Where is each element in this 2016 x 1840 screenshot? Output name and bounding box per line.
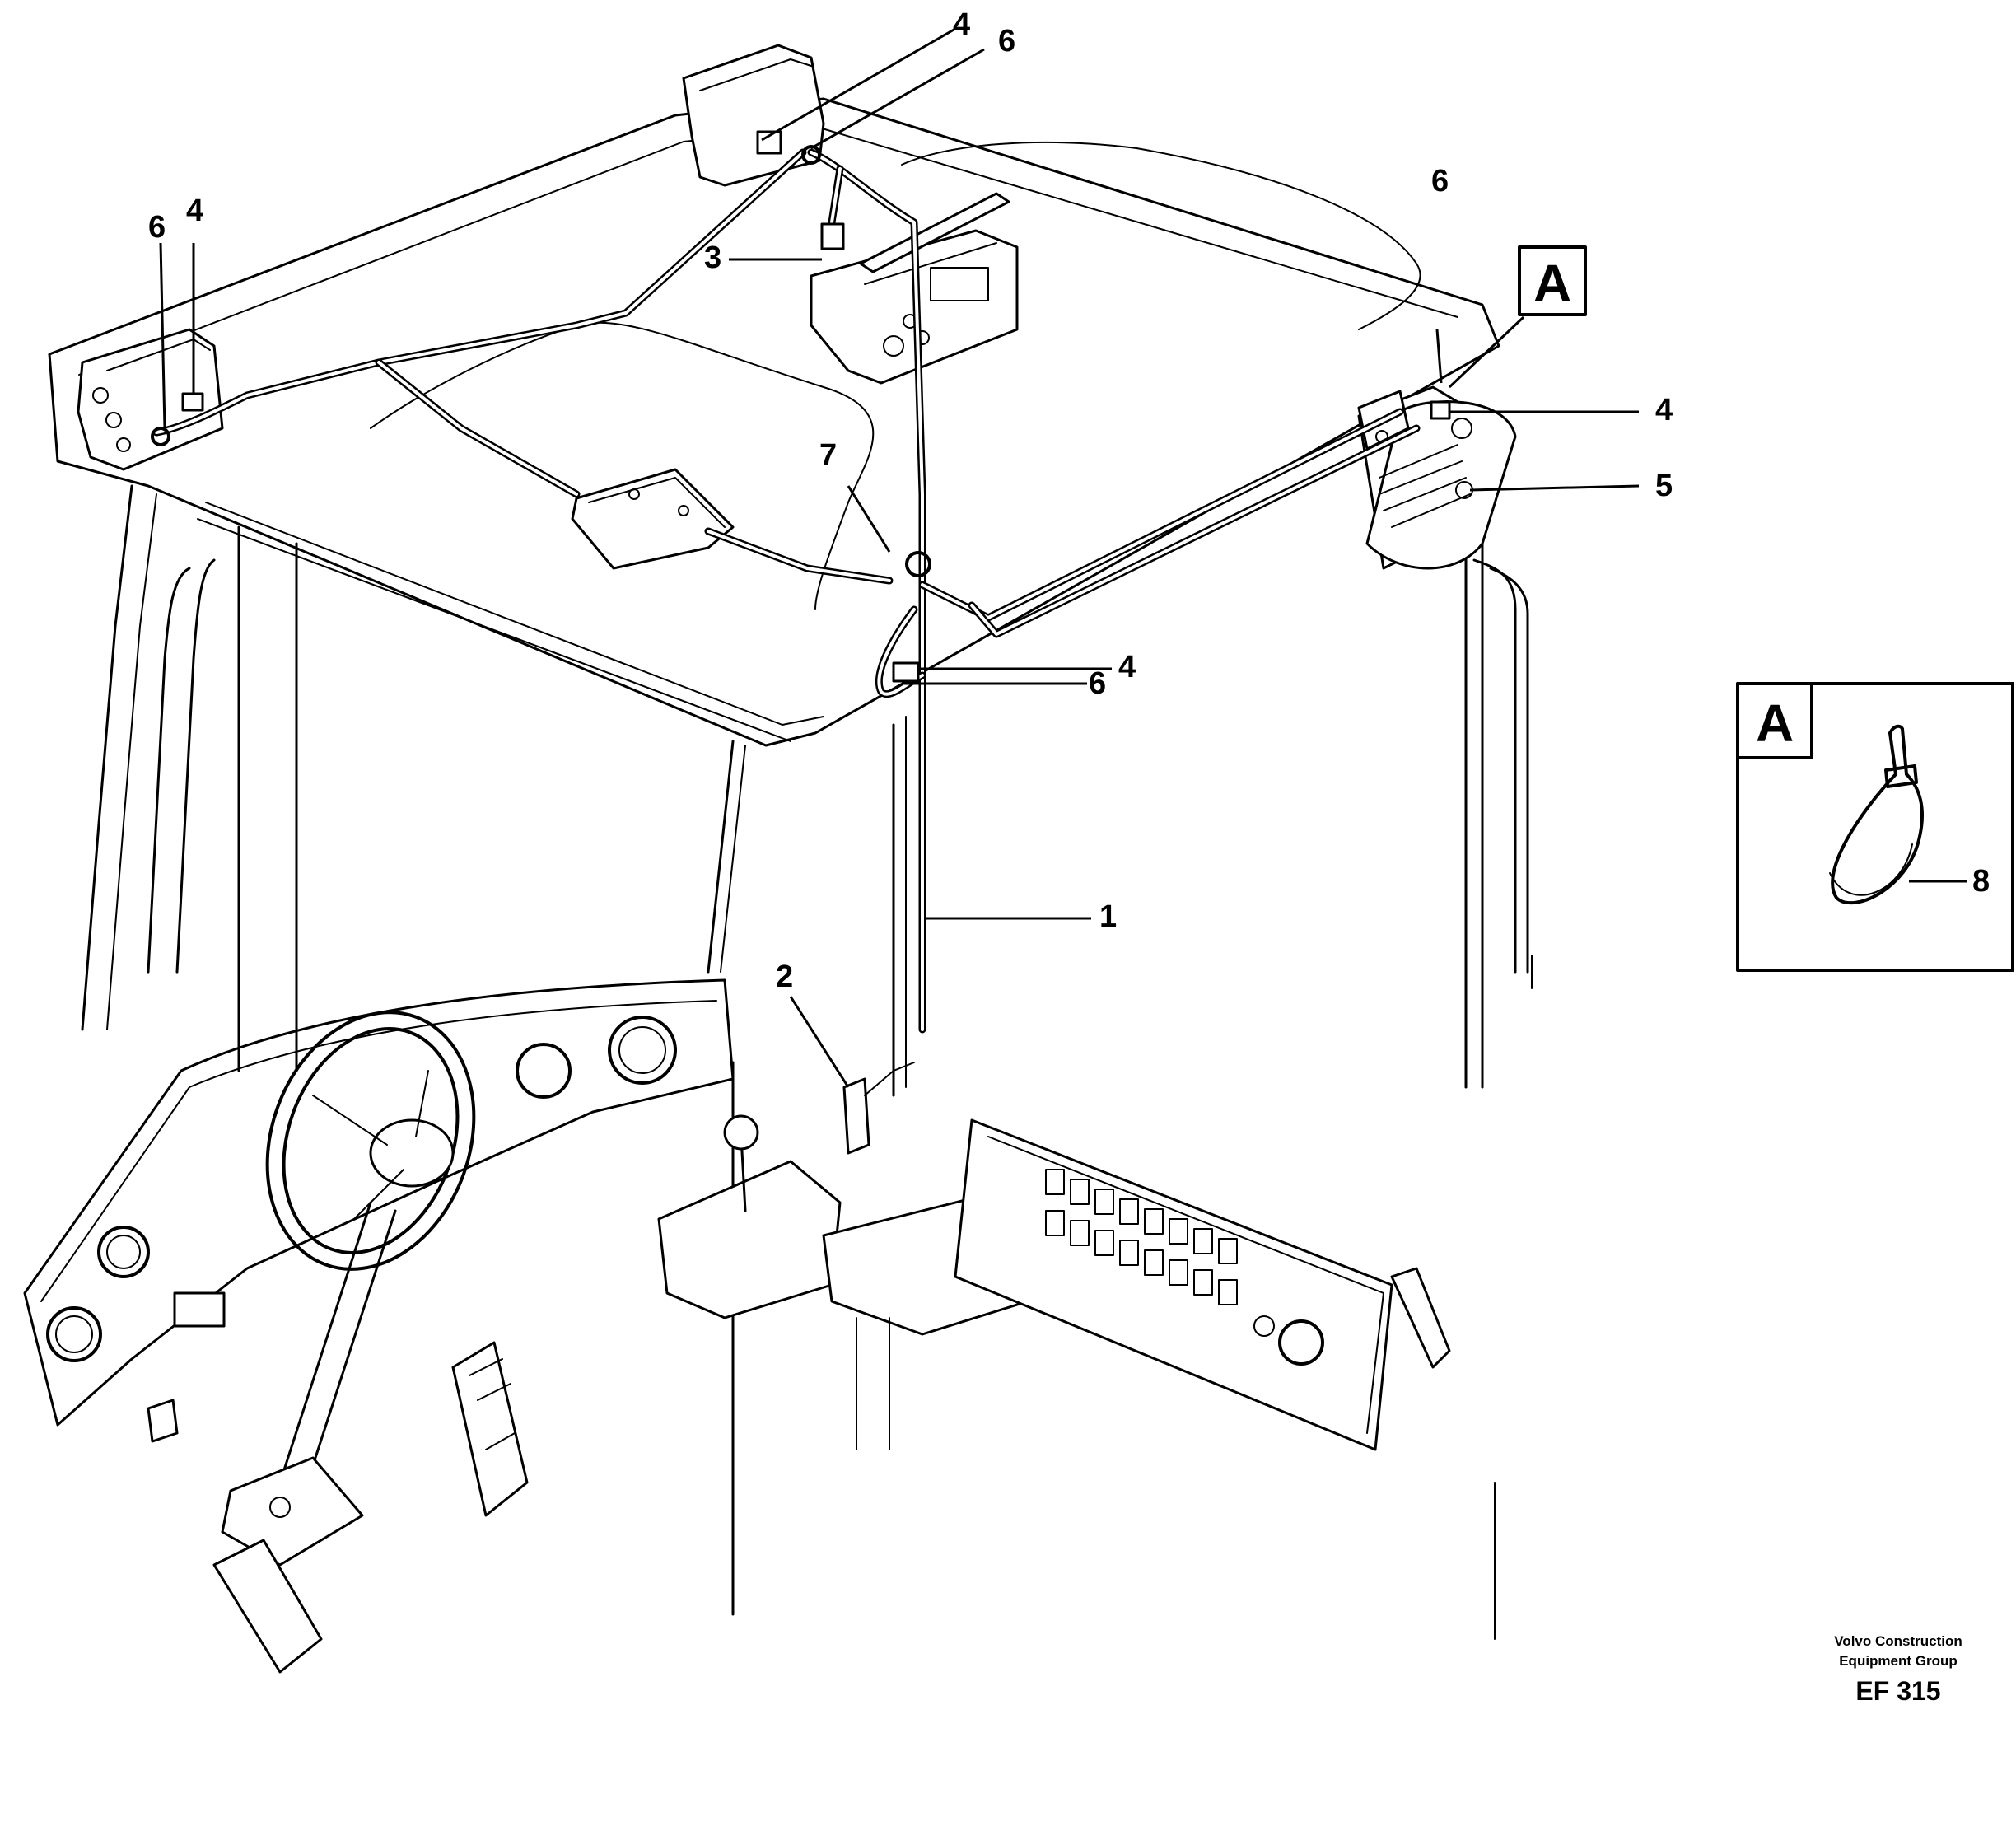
switch-grid xyxy=(1045,1169,1238,1305)
cab-frame xyxy=(81,484,1533,1640)
callout-2: 2 xyxy=(776,960,793,994)
callout-6-beacon: 6 xyxy=(1431,164,1449,198)
side-control-panel xyxy=(954,1118,1451,1451)
steering-wheel xyxy=(221,1011,476,1567)
wiring-harness xyxy=(151,145,1421,1155)
pedals xyxy=(212,1341,529,1674)
callout-7: 7 xyxy=(819,438,837,473)
callout-4-top-lamp: 4 xyxy=(953,7,970,42)
cab-roof xyxy=(48,97,1500,747)
callout-3: 3 xyxy=(704,241,721,275)
callout-4-center: 4 xyxy=(1118,650,1136,684)
callout-6-center: 6 xyxy=(1089,666,1106,701)
credit-line-1: Volvo Construction xyxy=(1834,1633,1962,1649)
callout-4-left-lamp: 4 xyxy=(186,194,203,228)
detail-a-inset-label: A xyxy=(1756,694,1794,753)
callout-6-top-lamp: 6 xyxy=(998,24,1015,58)
callout-leaders xyxy=(159,27,1640,1088)
detail-marker-a: A xyxy=(1518,245,1587,316)
rotating-beacon xyxy=(1357,385,1517,570)
cable-tie-icon xyxy=(1829,724,1925,905)
credit-line-2: Equipment Group xyxy=(1839,1653,1958,1669)
callout-6-left-lamp: 6 xyxy=(148,210,166,245)
dashboard xyxy=(23,978,735,1443)
detail-a-inset: A 8 xyxy=(1736,682,2014,972)
callout-4-beacon: 4 xyxy=(1655,393,1673,427)
relay-box xyxy=(571,468,735,570)
work-lamp-left xyxy=(77,328,224,471)
callout-5: 5 xyxy=(1655,469,1673,503)
drawing-code: EF 315 xyxy=(1855,1676,1941,1706)
callout-1: 1 xyxy=(1099,899,1117,934)
callout-8: 8 xyxy=(1972,864,1990,899)
detail-marker-a-label: A xyxy=(1533,254,1571,313)
